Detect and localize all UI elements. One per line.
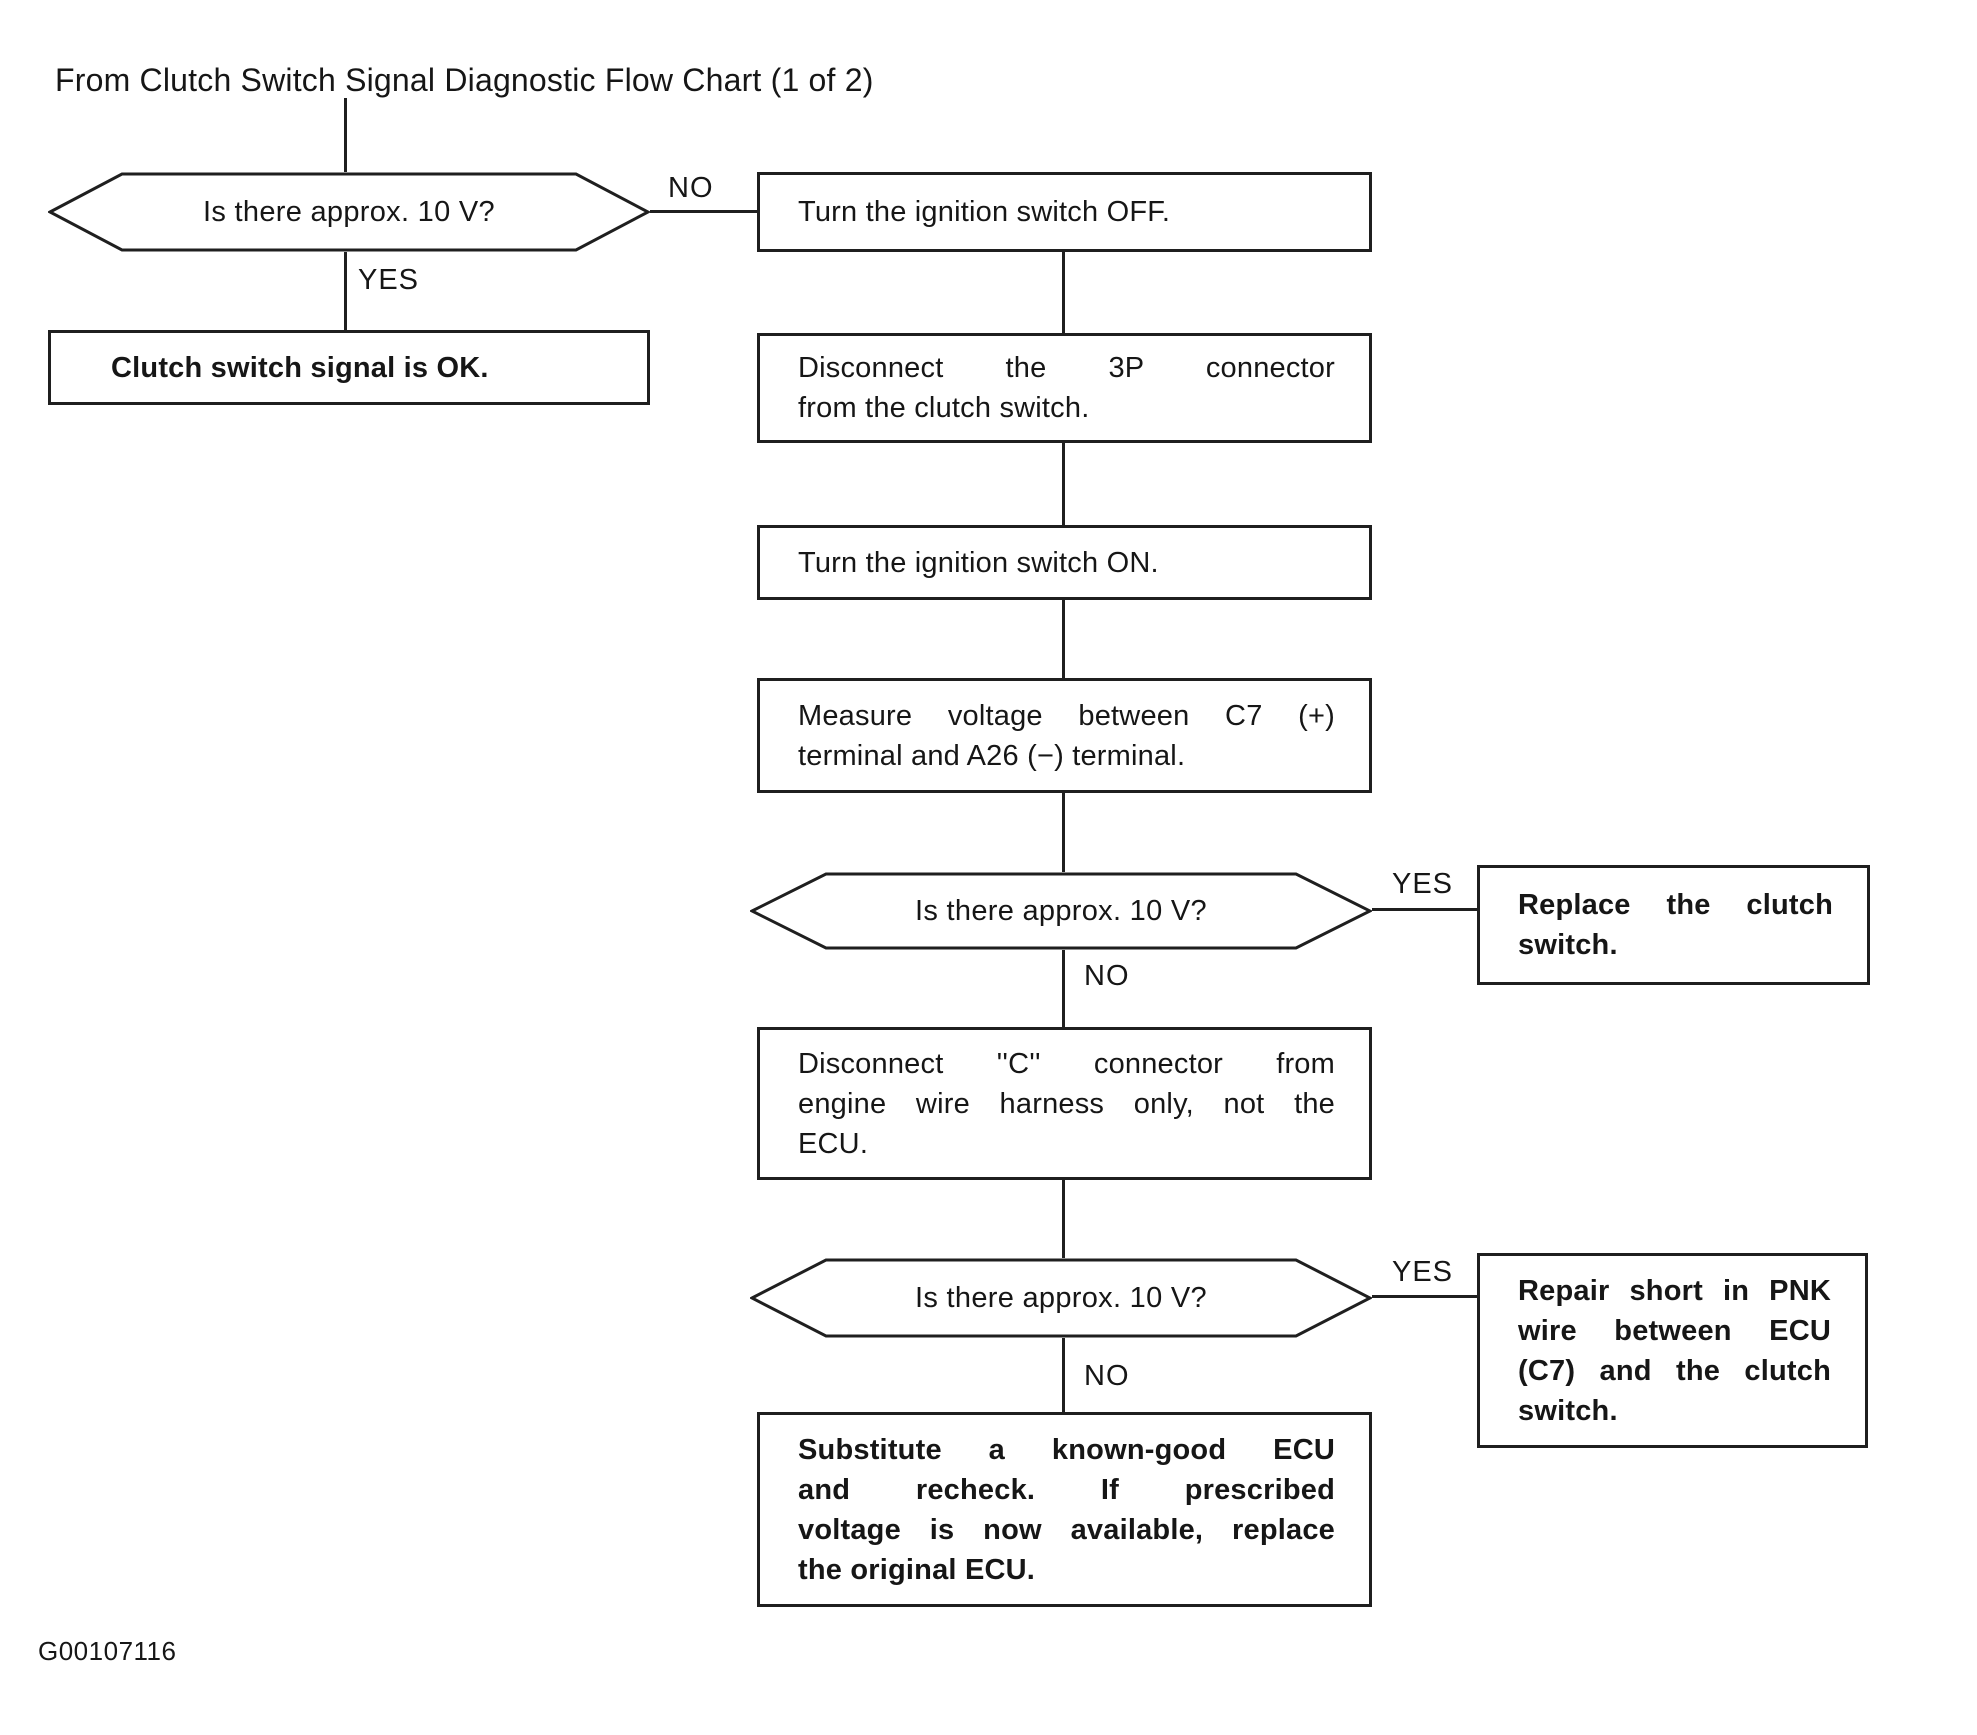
connector-decision1-yes xyxy=(344,252,347,330)
connector-decision2-yes xyxy=(1372,908,1477,911)
decision-1: Is there approx. 10 V? xyxy=(48,172,650,252)
decision-3: Is there approx. 10 V? xyxy=(750,1258,1372,1338)
decision-2-no-label: NO xyxy=(1084,960,1130,992)
process-turn-ignition-off-label: Turn the ignition switch OFF. xyxy=(798,196,1171,228)
process-measure-voltage: Measure voltage between C7 (+)terminal a… xyxy=(757,678,1372,793)
connector-decision2-no xyxy=(1062,950,1065,1027)
decision-1-label: Is there approx. 10 V? xyxy=(203,195,495,228)
decision-2-yes-label: YES xyxy=(1392,868,1454,900)
connector-disconnect3p-to-on xyxy=(1062,443,1065,525)
connector-measure-to-decision2 xyxy=(1062,793,1065,872)
decision-3-label: Is there approx. 10 V? xyxy=(915,1281,1207,1314)
decision-1-yes-label: YES xyxy=(358,264,420,296)
process-turn-ignition-on-label: Turn the ignition switch ON. xyxy=(798,546,1159,579)
decision-2-shape xyxy=(750,872,1372,950)
decision-3-yes-label: YES xyxy=(1392,1256,1454,1288)
connector-off-to-disconnect3p xyxy=(1062,252,1065,333)
process-turn-ignition-off: Turn the ignition switch OFF. xyxy=(757,172,1372,252)
connector-decision3-yes xyxy=(1372,1295,1477,1298)
connector-disconnectc-to-decision3 xyxy=(1062,1180,1065,1258)
connector-decision1-no xyxy=(650,210,760,213)
page-title: From Clutch Switch Signal Diagnostic Flo… xyxy=(55,62,874,98)
process-measure-voltage-label: Measure voltage between C7 (+)terminal a… xyxy=(798,699,1335,772)
result-clutch-signal-ok: Clutch switch signal is OK. xyxy=(48,330,650,405)
connector-decision3-no xyxy=(1062,1338,1065,1412)
figure-code: G00107116 xyxy=(38,1636,177,1666)
result-clutch-signal-ok-label: Clutch switch signal is OK. xyxy=(111,351,489,384)
decision-2-label: Is there approx. 10 V? xyxy=(915,894,1207,927)
decision-3-no-label: NO xyxy=(1084,1360,1130,1392)
decision-3-shape xyxy=(750,1258,1372,1338)
connector-entry-to-decision1 xyxy=(344,98,347,172)
decision-1-shape xyxy=(48,172,650,252)
connector-on-to-measure xyxy=(1062,600,1065,678)
process-turn-ignition-on: Turn the ignition switch ON. xyxy=(757,525,1372,600)
decision-1-no-label: NO xyxy=(668,172,714,204)
decision-2: Is there approx. 10 V? xyxy=(750,872,1372,950)
